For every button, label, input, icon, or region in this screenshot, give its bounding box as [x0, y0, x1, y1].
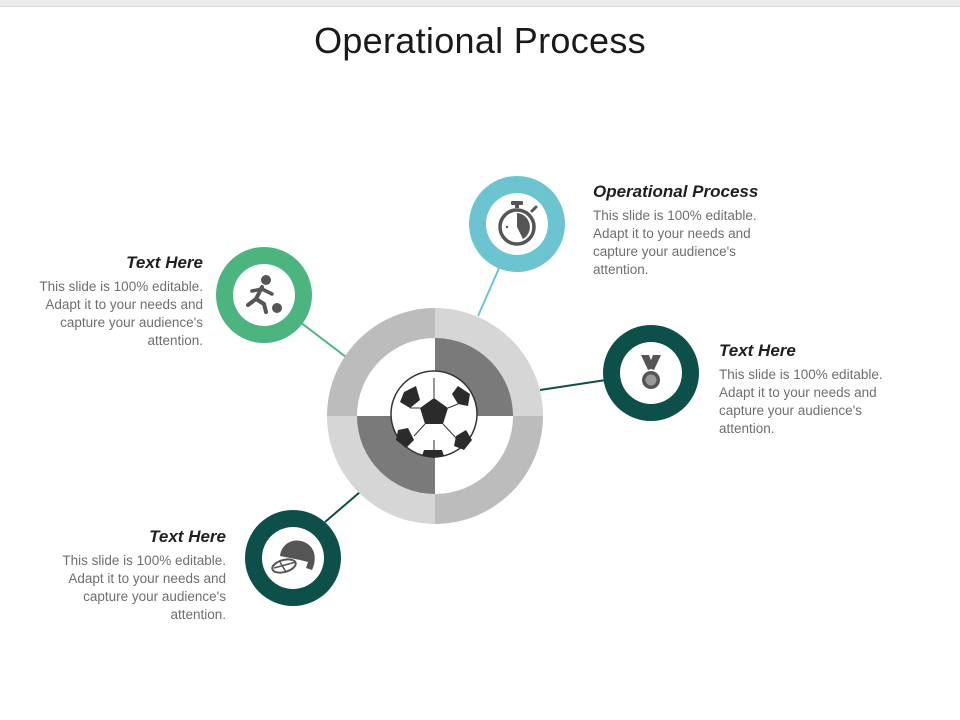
node-medal — [603, 325, 699, 421]
top-rule — [0, 0, 960, 7]
body-bottom-left: This slide is 100% editable. Adapt it to… — [62, 553, 226, 622]
player-kicking-ball-icon — [246, 275, 282, 314]
node-player — [216, 247, 312, 343]
body-top-right: This slide is 100% editable. Adapt it to… — [593, 208, 757, 277]
stopwatch-icon — [498, 201, 538, 246]
body-right: This slide is 100% editable. Adapt it to… — [719, 367, 883, 436]
heading-bottom-left: Text Here — [149, 527, 226, 546]
connector-top-right — [477, 265, 501, 317]
connector-left — [299, 321, 347, 358]
slide-title: Operational Process — [314, 20, 646, 61]
node-stopwatch — [469, 176, 565, 272]
heading-top-right: Operational Process — [593, 182, 759, 201]
medal-icon — [641, 355, 661, 389]
helmet-icon — [271, 540, 315, 574]
node-helmet — [245, 510, 341, 606]
heading-right: Text Here — [719, 341, 796, 360]
text-block-right: Text Here This slide is 100% editable. A… — [719, 341, 929, 438]
connector-right — [539, 379, 607, 391]
heading-left: Text Here — [126, 253, 203, 272]
connector-bottom-left — [324, 491, 361, 523]
body-left: This slide is 100% editable. Adapt it to… — [39, 279, 203, 348]
text-block-top-right: Operational Process This slide is 100% e… — [593, 182, 803, 279]
text-block-left: Text Here This slide is 100% editable. A… — [0, 253, 203, 350]
soccer-ball-icon — [390, 370, 478, 458]
text-block-bottom-left: Text Here This slide is 100% editable. A… — [20, 527, 226, 624]
